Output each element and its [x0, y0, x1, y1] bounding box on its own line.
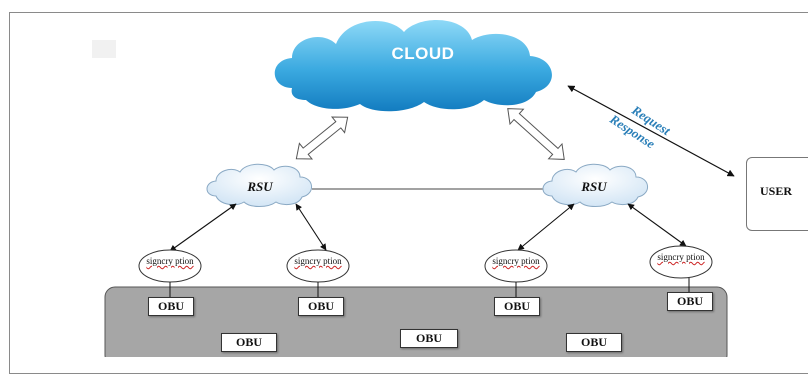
request-response-arrow — [567, 85, 735, 177]
rsu-left-label: RSU — [247, 179, 273, 194]
signcryption-node-2 — [286, 249, 350, 283]
signcryption-label-4: signcry ption — [657, 252, 705, 262]
obu-box-5: OBU — [221, 333, 277, 352]
rsu-sig-arrow-1 — [169, 203, 237, 252]
cloud-shape — [274, 20, 552, 112]
obu-box-4: OBU — [667, 292, 713, 311]
obu-box-2: OBU — [298, 297, 344, 316]
rsu-sig-arrow-2 — [295, 203, 327, 251]
cloud-label: CLOUD — [391, 44, 455, 63]
obu-box-1: OBU — [148, 297, 194, 316]
rsu-sig-arrow-3 — [517, 203, 575, 251]
signcryption-label-2: signcry ption — [294, 256, 342, 266]
signcryption-node-3 — [484, 249, 548, 283]
signcryption-node-4 — [649, 245, 713, 279]
rsu-left-cloud — [206, 163, 312, 207]
cloud-rsu-left-arrow — [295, 116, 349, 160]
faint-mark — [92, 40, 116, 58]
network-diagram — [92, 20, 735, 357]
user-box — [746, 157, 808, 231]
obu-box-6: OBU — [400, 329, 458, 348]
user-label: USER — [760, 184, 793, 198]
obu-box-3: OBU — [494, 297, 540, 316]
rsu-sig-arrow-4 — [627, 203, 687, 247]
cloud-rsu-right-arrow — [507, 108, 565, 160]
signcryption-label-3: signcry ption — [492, 256, 540, 266]
signcryption-node-1 — [138, 249, 202, 283]
signcryption-label-1: signcry ption — [146, 256, 194, 266]
rsu-right-label: RSU — [581, 179, 607, 194]
obu-box-7: OBU — [566, 333, 622, 352]
